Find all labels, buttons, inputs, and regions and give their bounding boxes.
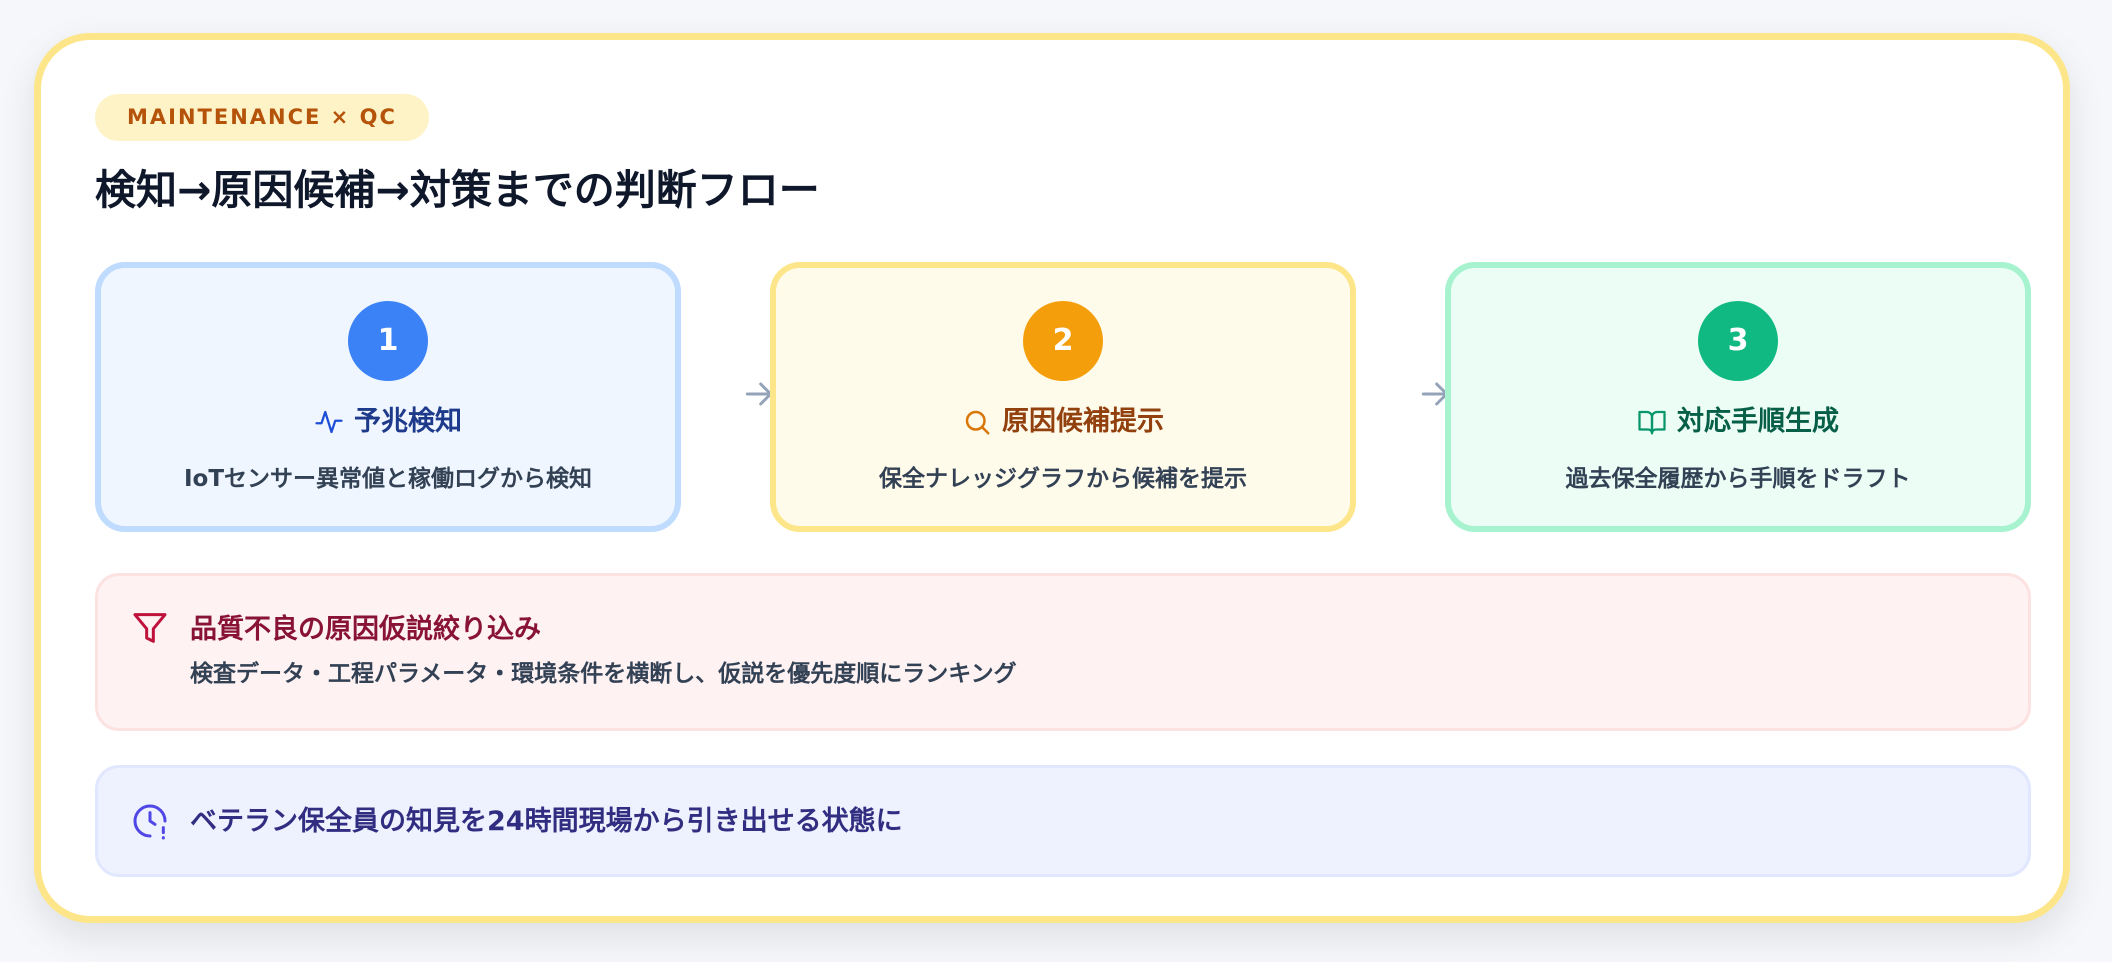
step-header: 原因候補提示 [776, 402, 1350, 442]
veteran-knowledge-panel: ベテラン保全員の知見を24時間現場から引き出せる状態に [95, 765, 2031, 877]
quality-hypothesis-panel: 品質不良の原因仮説絞り込み 検査データ・工程パラメータ・環境条件を横断し、仮説を… [95, 573, 2031, 731]
step-card-2: 2 原因候補提示 保全ナレッジグラフから候補を提示 [770, 262, 1356, 532]
clock-alert-icon [133, 804, 167, 840]
step-title: 原因候補提示 [1002, 406, 1164, 437]
flow-card: MAINTENANCE × QC 検知→原因候補→対策までの判断フロー 1 予兆… [34, 33, 2070, 923]
book-open-icon [1638, 410, 1666, 435]
step-number-badge: 3 [1698, 301, 1778, 381]
category-tag: MAINTENANCE × QC [95, 94, 429, 141]
step-card-3: 3 対応手順生成 過去保全履歴から手順をドラフト [1445, 262, 2031, 532]
step-number-badge: 2 [1023, 301, 1103, 381]
step-header: 対応手順生成 [1451, 402, 2025, 442]
step-title: 予兆検知 [354, 406, 462, 437]
quality-description: 検査データ・工程パラメータ・環境条件を横断し、仮説を優先度順にランキング [190, 661, 1017, 687]
step-card-1: 1 予兆検知 IoTセンサー異常値と稼働ログから検知 [95, 262, 681, 532]
step-description: 保全ナレッジグラフから候補を提示 [879, 466, 1247, 492]
activity-icon [315, 410, 343, 434]
filter-icon [133, 613, 167, 643]
search-icon [965, 410, 990, 435]
step-number-badge: 1 [348, 301, 428, 381]
quality-title: 品質不良の原因仮説絞り込み [190, 614, 541, 645]
diagram-title: 検知→原因候補→対策までの判断フロー [95, 166, 820, 214]
veteran-statement: ベテラン保全員の知見を24時間現場から引き出せる状態に [190, 806, 903, 837]
step-description: 過去保全履歴から手順をドラフト [1565, 466, 1911, 492]
step-description: IoTセンサー異常値と稼働ログから検知 [183, 466, 593, 492]
step-title: 対応手順生成 [1677, 406, 1839, 437]
step-header: 予兆検知 [101, 402, 675, 442]
